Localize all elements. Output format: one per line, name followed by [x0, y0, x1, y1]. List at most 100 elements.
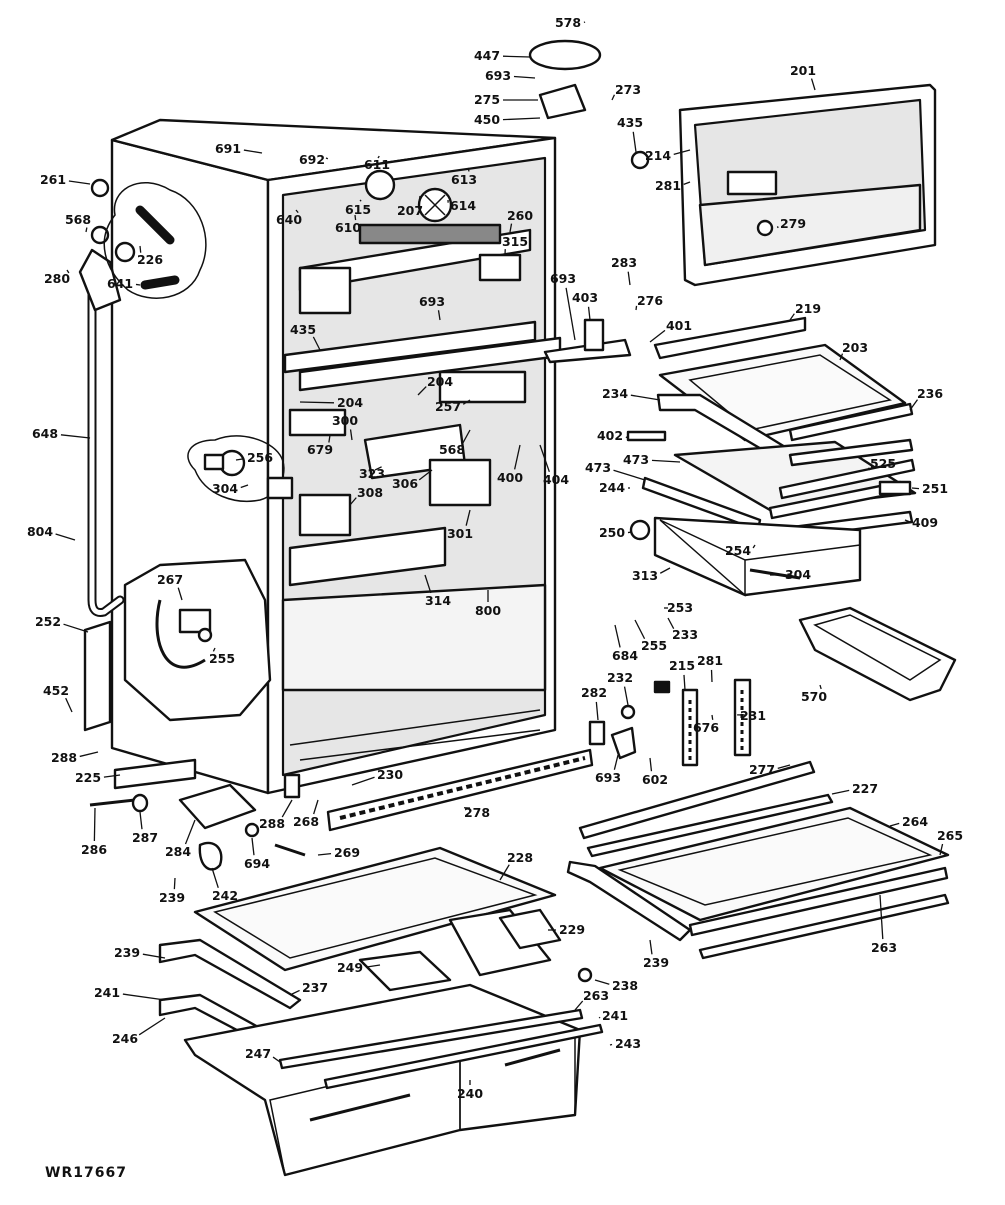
callout-269: 269	[334, 845, 360, 860]
callout-568: 568	[65, 212, 91, 227]
leader-line	[625, 687, 628, 705]
callout-201: 201	[790, 63, 816, 78]
leader-line	[123, 994, 165, 1000]
callout-237: 237	[302, 980, 328, 995]
callout-256: 256	[247, 450, 273, 465]
callout-241: 241	[94, 985, 120, 1000]
callout-308: 308	[357, 485, 383, 500]
callout-232: 232	[607, 670, 633, 685]
callout-253: 253	[667, 600, 693, 615]
callout-228: 228	[507, 850, 533, 865]
leader-line	[326, 158, 328, 159]
callout-286: 286	[81, 842, 107, 857]
callout-282: 282	[581, 685, 607, 700]
callout-276: 276	[637, 293, 663, 308]
callout-247: 247	[245, 1046, 271, 1061]
callout-204: 204	[337, 395, 363, 410]
callout-613: 613	[451, 172, 477, 187]
leader-line	[66, 698, 72, 712]
callout-243: 243	[615, 1036, 641, 1051]
leader-line	[684, 675, 685, 690]
callout-219: 219	[795, 301, 821, 316]
callout-404: 404	[543, 472, 569, 487]
leader-line	[174, 878, 175, 889]
callout-288: 288	[51, 750, 77, 765]
callout-447: 447	[474, 48, 500, 63]
callout-242: 242	[212, 888, 238, 903]
left-side-panel	[85, 622, 110, 730]
callout-263: 263	[583, 988, 609, 1003]
callout-226: 226	[137, 252, 163, 267]
leader-line	[314, 800, 318, 814]
callout-265: 265	[937, 828, 963, 843]
callout-684: 684	[612, 648, 638, 663]
callout-640: 640	[276, 212, 302, 227]
callout-203: 203	[842, 340, 868, 355]
leader-line	[660, 568, 670, 573]
callout-238: 238	[612, 978, 638, 993]
leader-line	[300, 402, 334, 403]
callout-403: 403	[572, 290, 598, 305]
callout-233: 233	[672, 627, 698, 642]
callout-277: 277	[749, 762, 775, 777]
callout-570: 570	[801, 689, 827, 704]
callout-234: 234	[602, 386, 628, 401]
leader-line	[615, 625, 620, 647]
callout-254: 254	[725, 543, 751, 558]
diagram-caption: WR17667	[45, 1165, 127, 1181]
callout-615: 615	[345, 202, 371, 217]
leader-line	[650, 758, 651, 771]
callout-288: 288	[259, 816, 285, 831]
callout-268: 268	[293, 814, 319, 829]
callout-611: 611	[364, 157, 390, 172]
callout-313: 313	[632, 568, 658, 583]
callout-239: 239	[159, 890, 185, 905]
leader-line	[628, 272, 630, 285]
callout-275: 275	[474, 92, 500, 107]
callout-241: 241	[602, 1008, 628, 1023]
leader-line	[596, 702, 598, 720]
leader-line	[86, 227, 87, 232]
callout-250: 250	[599, 525, 625, 540]
callout-260: 260	[507, 208, 533, 223]
callout-691: 691	[215, 141, 241, 156]
callout-252: 252	[35, 614, 61, 629]
leader-line	[61, 435, 90, 438]
bottom-bracket	[115, 760, 195, 788]
callout-281: 281	[697, 653, 723, 668]
callout-578: 578	[555, 15, 581, 30]
leader-line	[575, 1001, 583, 1010]
callout-306: 306	[392, 476, 418, 491]
callout-284: 284	[165, 844, 191, 859]
callout-261: 261	[40, 172, 66, 187]
callout-402: 402	[597, 428, 623, 443]
leader-line	[94, 808, 95, 841]
callout-800: 800	[475, 603, 501, 618]
leader-line	[352, 777, 375, 785]
callout-315: 315	[502, 234, 528, 249]
callout-602: 602	[642, 772, 668, 787]
callout-301: 301	[447, 526, 473, 541]
leader-line	[56, 534, 75, 540]
callout-610: 610	[335, 220, 361, 235]
callout-304: 304	[212, 481, 238, 496]
callout-525: 525	[870, 456, 896, 471]
callout-676: 676	[693, 720, 719, 735]
callout-804: 804	[27, 524, 53, 539]
callout-304: 304	[785, 567, 811, 582]
callout-227: 227	[852, 781, 878, 796]
callout-614: 614	[450, 198, 476, 213]
callout-240: 240	[457, 1086, 483, 1101]
freezer-door-liner	[680, 85, 935, 285]
callout-267: 267	[157, 572, 183, 587]
leader-line	[212, 868, 218, 888]
leader-line	[890, 823, 899, 826]
leader-line	[650, 330, 665, 342]
leader-line	[290, 990, 300, 995]
leader-line	[140, 812, 142, 829]
leader-line	[650, 940, 652, 954]
callout-568: 568	[439, 442, 465, 457]
callout-409: 409	[912, 515, 938, 530]
